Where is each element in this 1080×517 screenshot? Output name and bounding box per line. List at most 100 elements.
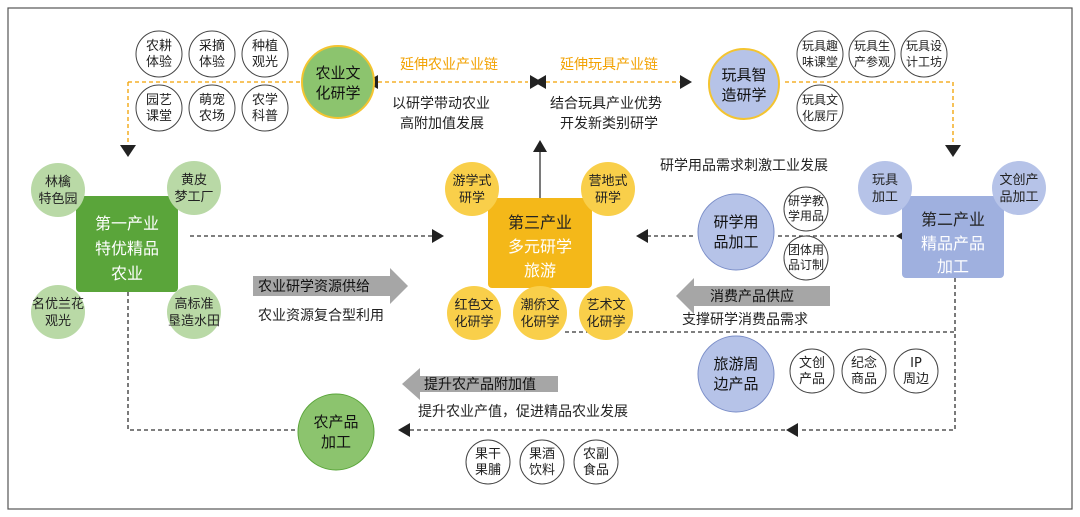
outer-frame [7,7,1073,510]
svg-text:农产品: 农产品 [313,413,358,431]
svg-text:加工: 加工 [321,433,351,451]
svg-text:采摘: 采摘 [199,38,225,54]
svg-text:特色园: 特色园 [38,191,77,207]
svg-text:加工: 加工 [872,190,898,205]
svg-text:特优精品: 特优精品 [95,239,159,258]
svg-text:果酒: 果酒 [529,447,555,462]
svg-text:体验: 体验 [199,54,225,70]
svg-text:观光: 观光 [252,55,278,70]
svg-text:纪念: 纪念 [851,355,877,371]
svg-text:林檎: 林檎 [45,174,71,190]
resource-supply-label: 农业研学资源供给 [258,279,370,295]
toy-desc-line2: 开发新类别研学 [560,116,658,132]
consumer-need-label: 支撑研学消费品需求 [682,312,808,328]
svg-text:玩具生: 玩具生 [854,39,890,53]
svg-text:农学: 农学 [252,92,278,108]
primary-satellites: 林檎 特色园 黄皮 梦工厂 名优兰花 观光 高标准 垦造水田 [31,161,221,339]
svg-text:果脯: 果脯 [475,463,501,478]
svg-text:农业文: 农业文 [315,64,360,82]
resource-supply-arrow [253,268,408,304]
svg-text:游学式: 游学式 [452,173,491,189]
svg-text:化研学: 化研学 [454,314,493,330]
svg-text:玩具趣: 玩具趣 [802,38,838,53]
svg-text:种植: 种植 [252,39,278,54]
agri-study-items: 农耕 体验 采摘 体验 种植 观光 园艺 课堂 萌宠 农场 农学 科普 [135,30,289,132]
svg-text:化研学: 化研学 [315,84,360,102]
svg-text:周边: 周边 [903,372,929,387]
svg-text:研学: 研学 [595,190,621,206]
svg-text:农场: 农场 [199,109,225,124]
svg-text:红色文: 红色文 [454,297,493,313]
svg-text:垦造水田: 垦造水田 [168,314,220,329]
svg-text:玩具文: 玩具文 [802,92,838,107]
svg-text:计工坊: 计工坊 [906,54,942,69]
svg-text:农业: 农业 [111,264,143,283]
study-goods-items: 研学教 学用品 团体用 品订制 [783,186,829,281]
svg-text:农副: 农副 [583,447,609,462]
svg-text:食品: 食品 [583,462,609,478]
svg-text:味课堂: 味课堂 [802,55,838,69]
tour-goods-items: 文创 产品 纪念 商品 IP 周边 [789,348,939,394]
svg-text:产品: 产品 [799,372,825,387]
svg-text:品订制: 品订制 [788,258,824,272]
svg-text:精品产品: 精品产品 [921,234,985,253]
consumer-supply-arrow [676,278,830,314]
toy-desc-line1: 结合玩具产业优势 [550,96,662,112]
svg-text:果干: 果干 [475,447,501,462]
svg-text:农耕: 农耕 [146,38,172,54]
stimulus-label: 研学用品需求刺激工业发展 [660,157,828,174]
svg-text:边产品: 边产品 [713,375,758,393]
svg-text:饮料: 饮料 [529,463,555,478]
svg-text:营地式: 营地式 [588,174,627,189]
svg-text:第三产业: 第三产业 [508,213,572,232]
connector-lines [127,81,956,431]
svg-text:化展厅: 化展厅 [802,109,838,123]
secondary-industry-node: 第二产业 精品产品 加工 [902,196,1004,278]
value-desc-label: 提升农业产值，促进精品农业发展 [418,404,628,420]
svg-text:研学用: 研学用 [713,213,758,231]
svg-text:多元研学: 多元研学 [508,237,572,256]
primary-industry-node: 第一产业 特优精品 农业 [76,196,178,292]
extend-agri-label: 延伸农业产业链 [400,57,498,73]
agri-desc-line1: 以研学带动农业 [392,96,490,112]
svg-text:科普: 科普 [252,109,278,124]
svg-text:萌宠: 萌宠 [199,92,225,108]
svg-text:品加工: 品加工 [713,233,758,251]
svg-text:学用品: 学用品 [788,208,824,223]
svg-text:第二产业: 第二产业 [921,210,985,229]
svg-text:化研学: 化研学 [586,314,625,330]
tertiary-satellites: 游学式 研学 营地式 研学 红色文 化研学 潮侨文 化研学 艺术文 化研学 [445,162,635,340]
svg-text:团体用: 团体用 [788,243,824,257]
toy-study-node: 玩具智 造研学 [708,48,780,120]
svg-text:观光: 观光 [45,314,71,329]
svg-text:品加工: 品加工 [999,190,1038,205]
svg-text:体验: 体验 [146,54,172,70]
svg-text:玩具设: 玩具设 [906,39,942,53]
svg-text:造研学: 造研学 [721,86,766,104]
extend-toy-label: 延伸玩具产业链 [560,57,658,73]
svg-text:加工: 加工 [937,257,969,276]
svg-text:潮侨文: 潮侨文 [520,298,559,313]
svg-text:商品: 商品 [851,372,877,387]
secondary-satellites: 玩具 加工 文创产 品加工 [858,161,1046,215]
consumer-supply-label: 消费产品供应 [710,288,794,305]
tour-goods-node: 旅游周 边产品 [697,335,775,413]
svg-text:旅游: 旅游 [524,261,556,280]
svg-text:文创产: 文创产 [999,173,1038,188]
svg-text:课堂: 课堂 [146,109,172,124]
value-add-label: 提升农产品附加值 [424,377,536,393]
svg-text:高标准: 高标准 [174,296,213,312]
agri-study-node: 农业文 化研学 [301,45,375,119]
agri-goods-items: 果干 果脯 果酒 饮料 农副 食品 [465,439,619,485]
study-goods-node: 研学用 品加工 [697,193,775,271]
svg-text:旅游周: 旅游周 [713,355,758,373]
svg-text:玩具智: 玩具智 [721,66,766,84]
svg-text:园艺: 园艺 [146,93,172,108]
svg-text:玩具: 玩具 [872,173,898,188]
svg-text:艺术文: 艺术文 [586,298,625,313]
svg-text:第一产业: 第一产业 [95,214,159,233]
svg-text:文创: 文创 [799,356,825,371]
agri-desc-line2: 高附加值发展 [400,115,484,132]
svg-text:黄皮: 黄皮 [181,173,207,188]
